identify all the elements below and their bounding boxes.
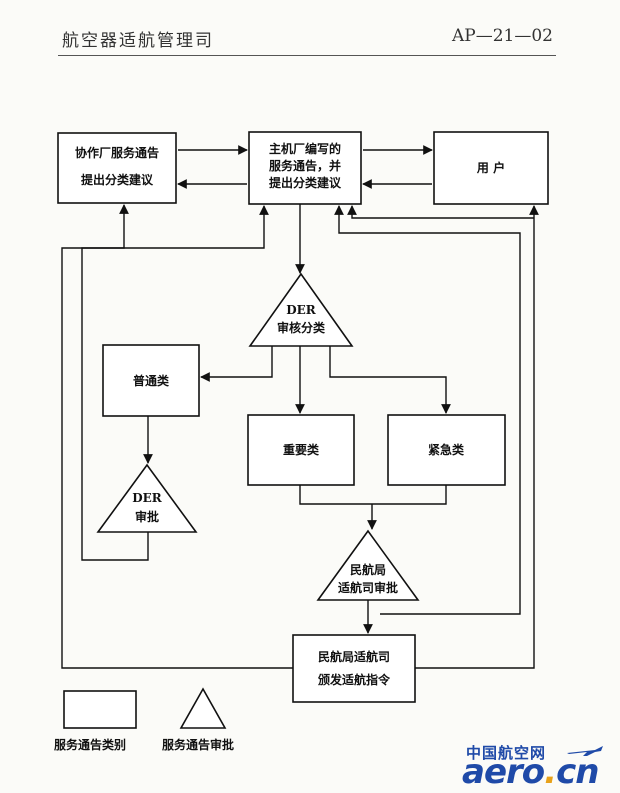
partner-box xyxy=(57,132,177,204)
der-classify-triangle xyxy=(248,272,354,347)
legend-triangle-symbol xyxy=(179,687,227,729)
legend-box-label: 服务通告类别 xyxy=(54,737,126,752)
directive-line-1: 民航局适航司 xyxy=(318,649,390,664)
user-box xyxy=(433,131,549,205)
main-manufacturer-box xyxy=(248,131,362,205)
main-line-3: 提出分类建议 xyxy=(269,175,342,190)
der-classify-line-2: 审核分类 xyxy=(277,320,326,335)
general-label: 普通类 xyxy=(133,373,170,388)
partner-line-1: 协作厂服务通告 xyxy=(75,145,159,160)
plane-icon xyxy=(567,746,603,756)
header-doc-number: AP—21—02 xyxy=(452,26,553,46)
watermark-cn: 中国航空网 xyxy=(466,744,547,762)
legend-box-symbol xyxy=(63,690,137,729)
watermark-en: aero.cn xyxy=(462,752,599,792)
header-title: 航空器适航管理司 xyxy=(62,31,214,51)
legend-triangle-label: 服务通告审批 xyxy=(162,737,234,752)
directive-line-2: 颁发适航指令 xyxy=(318,672,391,687)
header-rule xyxy=(58,55,556,56)
main-line-2: 服务通告，并 xyxy=(269,158,341,173)
important-label: 重要类 xyxy=(283,442,320,457)
directive-box xyxy=(292,634,416,703)
urgent-label: 紧急类 xyxy=(428,442,465,457)
main-line-1: 主机厂编写的 xyxy=(269,141,341,156)
general-box xyxy=(102,344,200,417)
der-approve-line-2: 审批 xyxy=(135,509,159,524)
der-approve-line-1: DER xyxy=(132,491,163,505)
der-approve-triangle xyxy=(96,463,198,533)
urgent-box xyxy=(387,414,506,486)
caac-approve-line-1: 民航局 xyxy=(350,562,386,577)
user-label: 用 户 xyxy=(476,160,505,175)
partner-line-2: 提出分类建议 xyxy=(81,172,154,187)
caac-approve-line-2: 适航司审批 xyxy=(338,580,398,595)
important-box xyxy=(247,414,355,486)
der-classify-line-1: DER xyxy=(286,303,317,317)
